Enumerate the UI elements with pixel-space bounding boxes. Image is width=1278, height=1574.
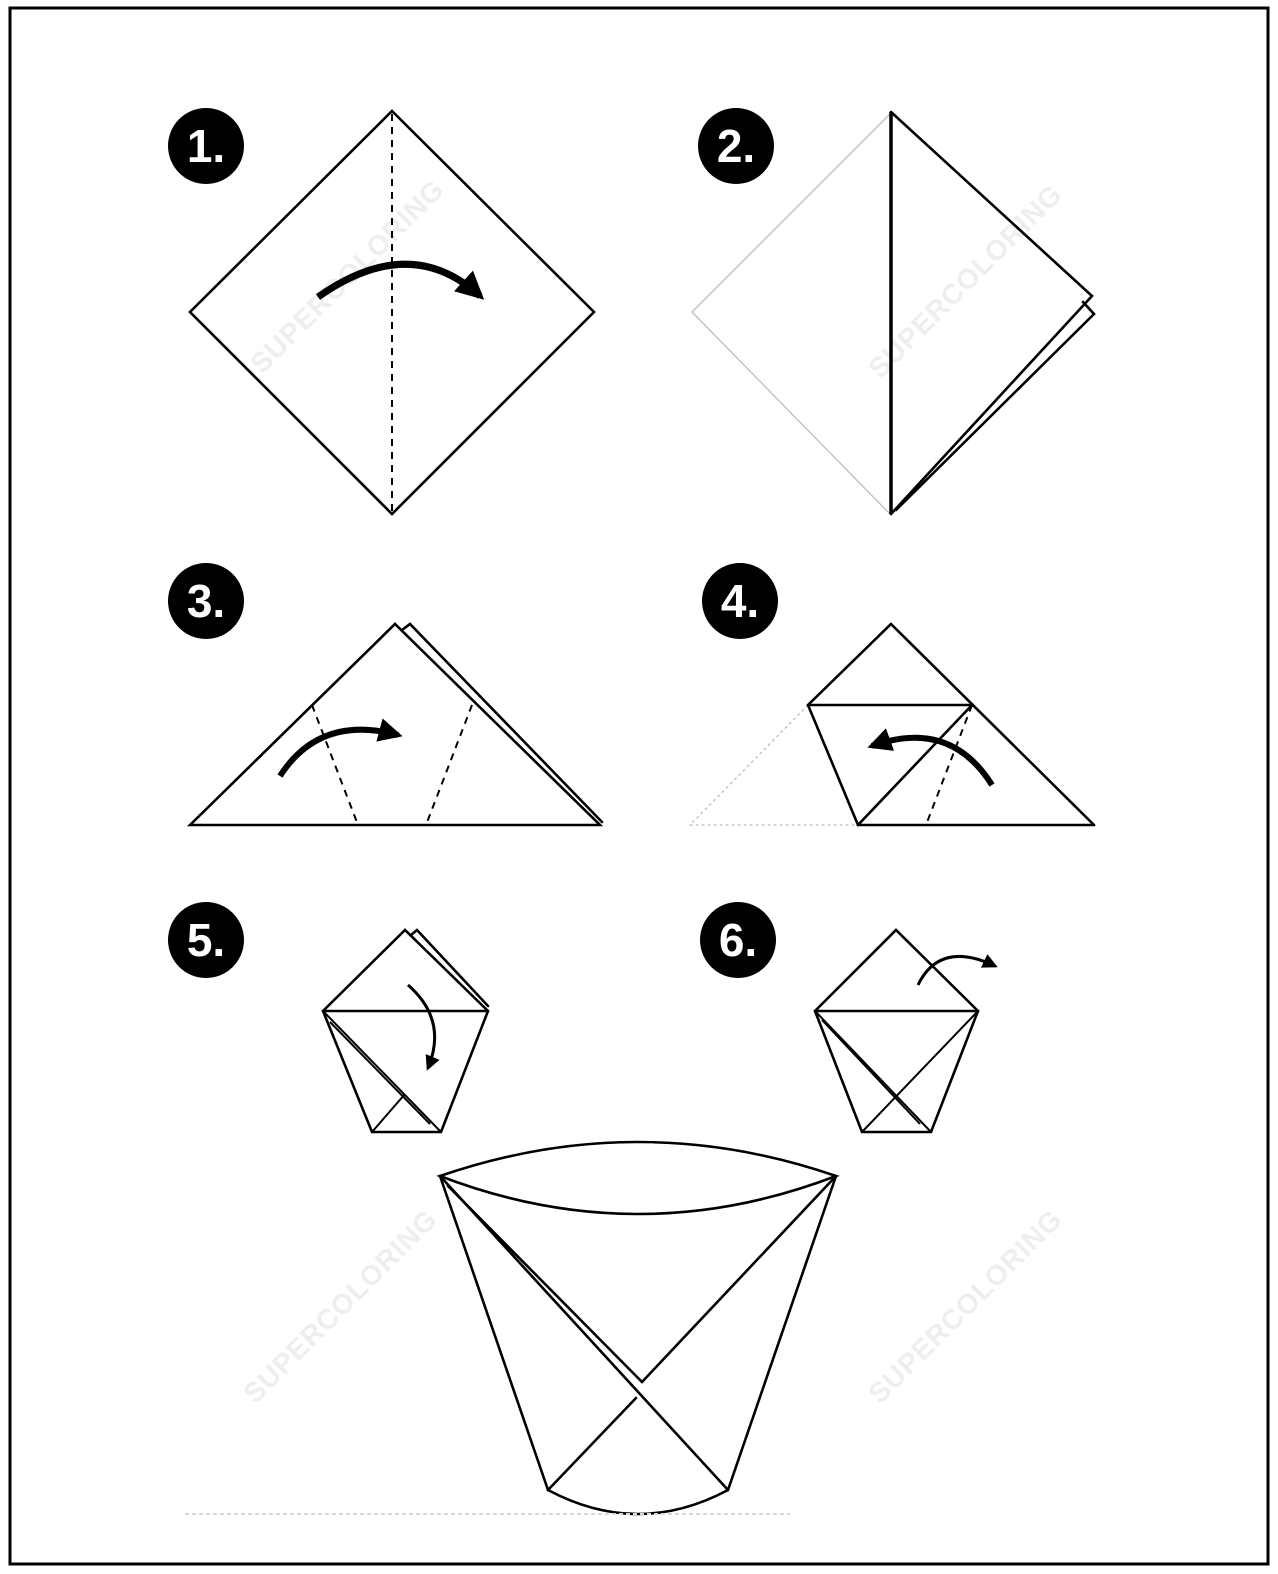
step-3: 3. [168,563,602,825]
step-6: 6. [700,902,995,1132]
finished-cup [440,1142,836,1514]
fold-line-right [426,705,472,825]
triangle-front [190,624,600,825]
step-number-badge: 2. [698,108,774,184]
step-5: 5. [168,902,488,1132]
flap-diagonal-right [372,1094,405,1132]
step-number-badge: 4. [702,563,778,639]
cup-fold-diagonal-3 [642,1176,836,1382]
flap-diagonal-right [862,1011,978,1132]
fold-arrow-icon [918,956,995,985]
flap-diagonal-left [815,1011,931,1132]
step-number: 4. [721,575,759,627]
step-number: 1. [187,120,225,172]
fold-arrow-icon [408,985,435,1068]
triangle-right-edge [891,624,1094,825]
fold-line [926,705,972,825]
top-triangle [323,930,488,1011]
fold-arrow-icon [872,738,992,785]
fold-line-left [312,705,358,825]
triangle-left-edge [808,624,891,705]
flap-diagonal [858,705,972,825]
watermark: SUPERCOLORING [237,1203,443,1409]
step-4: 4. [690,563,1094,825]
watermarks: SUPERCOLORING SUPERCOLORING SUPERCOLORIN… [237,173,1068,1409]
cup-left-side [440,1176,548,1490]
step-2: 2. [692,108,1094,514]
step-number-badge: 1. [168,108,244,184]
top-back-layer [411,930,488,1006]
flap-diagonal-left [323,1011,441,1132]
step-number-badge: 6. [700,902,776,978]
cup-bottom [548,1490,728,1514]
cup-fold-diagonal-4 [548,1398,636,1490]
cup-body [815,1011,978,1132]
flap-diagonal-left-2 [330,1022,430,1124]
top-triangle [815,930,978,1011]
page-border [10,8,1268,1564]
cup-right-side [728,1176,836,1490]
watermark: SUPERCOLORING [862,1203,1068,1409]
fold-arrow-icon [280,730,398,776]
step-number-badge: 5. [168,902,244,978]
step-1: 1. [168,108,594,514]
cup-body [323,1011,488,1132]
triangle-back-layer [402,624,602,822]
flap-left-edge [808,705,858,825]
step-number: 2. [717,120,755,172]
step-number: 6. [719,914,757,966]
flap-diagonal-left-2 [822,1020,920,1124]
cup-rim [440,1142,836,1214]
step-number: 3. [187,575,225,627]
step-number: 5. [187,914,225,966]
step-number-badge: 3. [168,563,244,639]
